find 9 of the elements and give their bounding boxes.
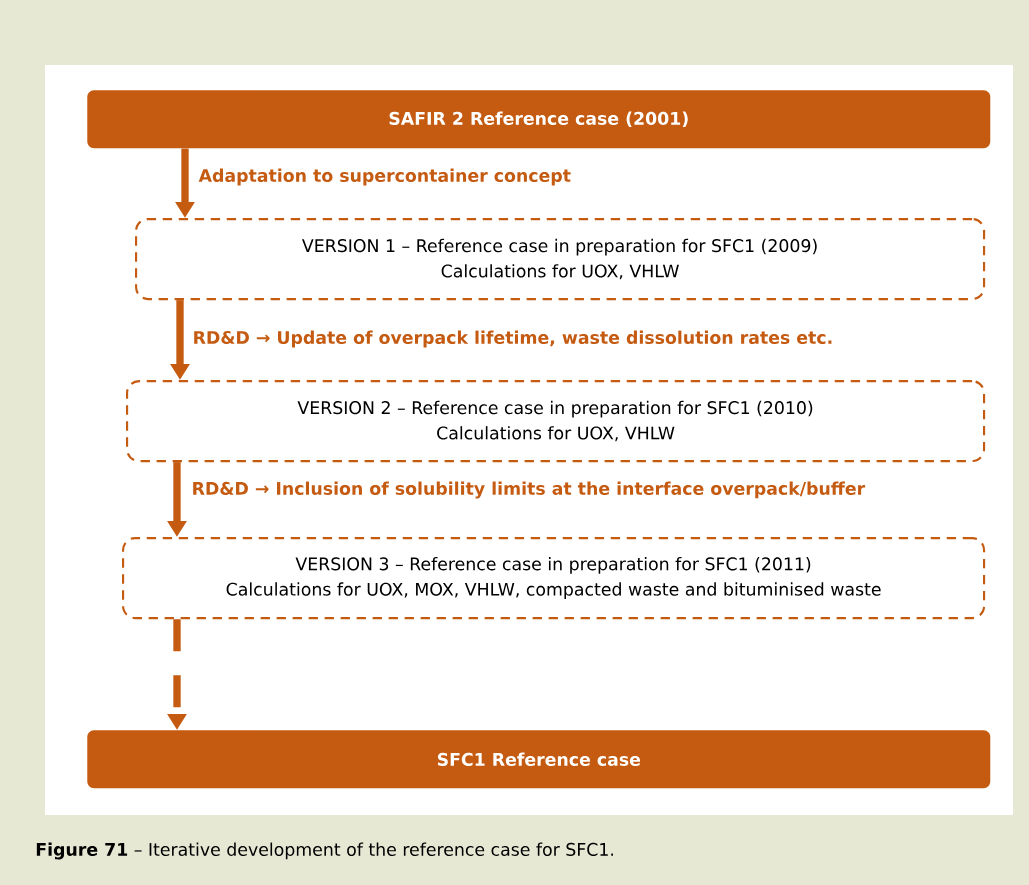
edge-label: RD&D → Update of overpack lifetime, waste dissolution rates etc. (194, 330, 832, 348)
process-box: VERSION 1 – Reference case in preparation for SFC1 (2009) Calculations for UOX, VHLW (135, 218, 986, 301)
edge-label: Adaptation to supercontainer concept (198, 168, 571, 186)
figure-caption: Figure 71 – Iterative development of the reference case for SFC1. (36, 842, 614, 860)
heading-box: SAFIR 2 Reference case (2001) (87, 90, 991, 149)
heading-box: SFC1 Reference case (87, 730, 991, 789)
process-box: VERSION 3 – Reference case in preparation for SFC1 (2011) Calculations for UOX, MOX, VHLW, compacted waste and bituminised waste (122, 537, 986, 620)
process-box: VERSION 2 – Reference case in preparation for SFC1 (2010) Calculations for UOX, VHLW (126, 380, 986, 463)
edge-label: RD&D → Inclusion of solubility limits at the interface overpack/buffer (193, 481, 866, 499)
